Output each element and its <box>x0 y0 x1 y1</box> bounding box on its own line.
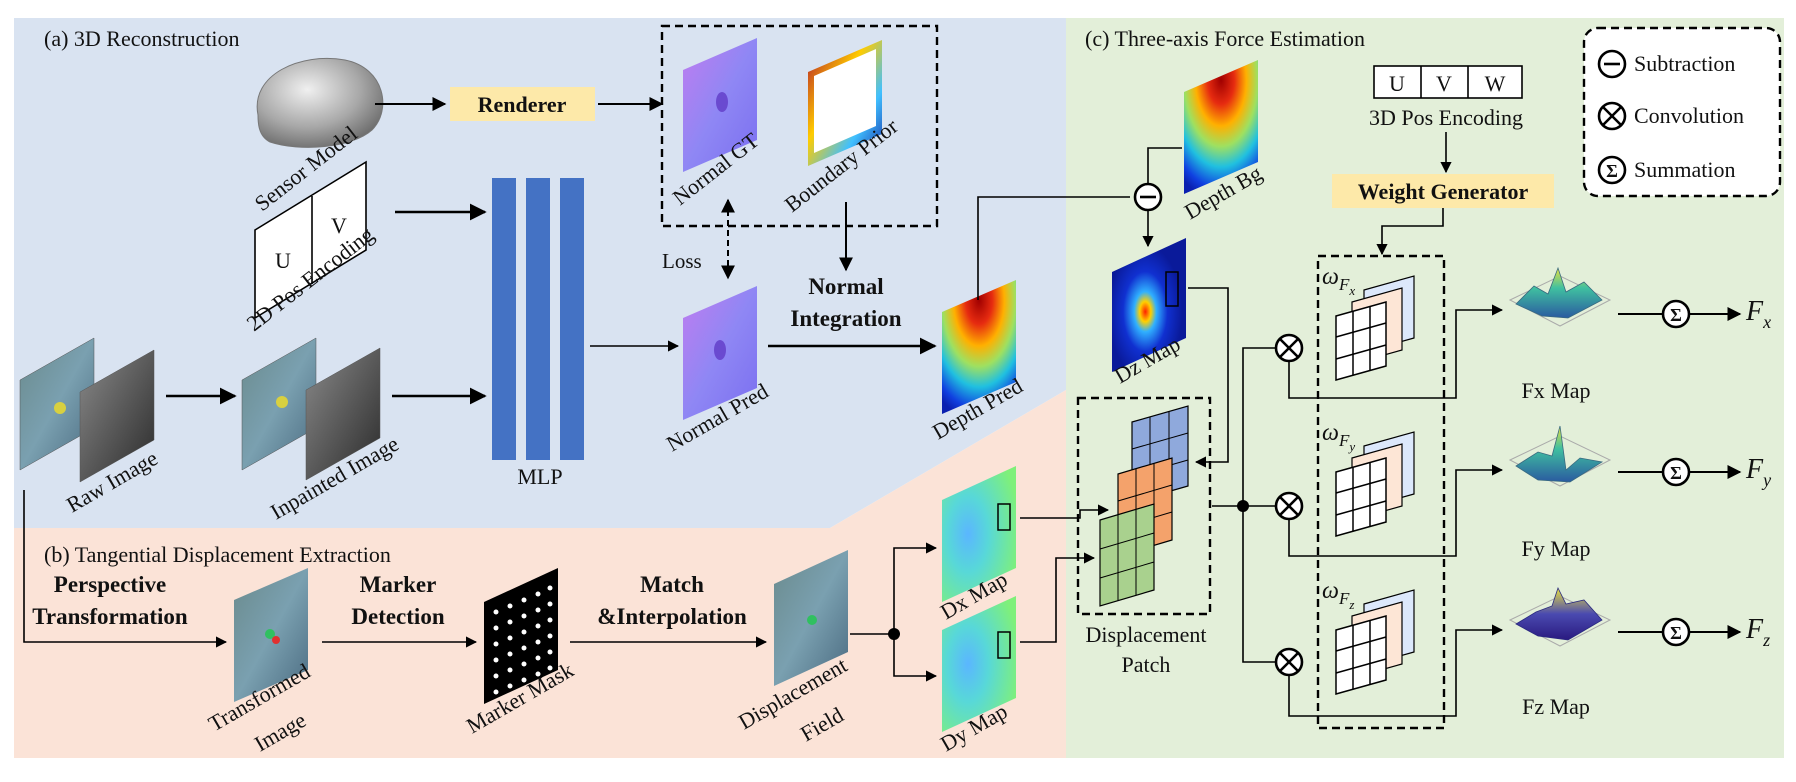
output-fy: Fy <box>1745 454 1771 490</box>
pos3d-w: W <box>1485 71 1506 96</box>
marker-mask-image <box>484 568 558 704</box>
normal-gt-image <box>683 38 757 172</box>
arrow-raw-to-transform <box>23 490 228 648</box>
fz-map-image <box>1508 586 1612 647</box>
renderer-box: Renderer <box>450 87 595 121</box>
boundary-prior-image <box>808 40 882 166</box>
line-depth-to-subtraction <box>977 196 1130 300</box>
perspective-label-2: Transformation <box>32 604 188 629</box>
dx-map-image <box>942 466 1016 602</box>
line-conv-z-to-map <box>1288 624 1504 717</box>
arrow-dx-to-patch <box>1020 504 1110 519</box>
pos-encoding-2d: U V <box>254 160 367 320</box>
displacement-patch-label-1: Displacement <box>1086 622 1207 647</box>
svg-text:Σ: Σ <box>1606 161 1618 181</box>
output-fx: Fx <box>1745 296 1771 332</box>
depth-pred-image <box>942 280 1016 414</box>
normal-integration-label-2: Integration <box>790 306 901 331</box>
subtraction-operator <box>1133 182 1163 212</box>
summation-operator-x: Σ <box>1661 299 1691 329</box>
line-conv-y-to-map <box>1288 464 1504 557</box>
dy-map-image <box>942 596 1016 732</box>
match-label-2: &Interpolation <box>597 604 747 629</box>
pos3d-label: 3D Pos Encoding <box>1369 105 1523 130</box>
pos2d-v: V <box>331 213 347 238</box>
arrow-junction-to-dx <box>893 542 938 634</box>
fy-map-label: Fy Map <box>1521 536 1590 561</box>
omega-fy-label: ωFy <box>1322 420 1355 454</box>
marker-detection-label-1: Marker <box>360 572 437 597</box>
match-label-1: Match <box>640 572 704 597</box>
displacement-field-image <box>774 550 848 686</box>
line-depthbg-to-subtraction <box>1147 147 1182 186</box>
svg-text:ωFz: ωFz <box>1322 578 1354 612</box>
mlp-label: MLP <box>517 464 562 489</box>
gt-prior-dashed-box <box>660 24 939 228</box>
marker-detection-label-2: Detection <box>351 604 444 629</box>
line-junction-to-conv-x <box>1242 347 1276 506</box>
pos3d-v: V <box>1436 71 1452 96</box>
inpainted-image <box>241 337 381 481</box>
svg-text:Σ: Σ <box>1670 463 1682 483</box>
displacement-patch-dashed-box <box>1076 396 1212 616</box>
displacement-patch-label-2: Patch <box>1122 652 1171 677</box>
svg-text:ωFx: ωFx <box>1322 264 1355 298</box>
legend-summation-icon: Σ <box>1597 155 1627 185</box>
fx-map-label: Fx Map <box>1521 378 1590 403</box>
legend-summation-label: Summation <box>1634 157 1735 182</box>
line-conv-x-to-map <box>1288 304 1504 399</box>
legend-convolution-icon <box>1597 101 1627 131</box>
arrow-junction-to-dy <box>893 634 938 682</box>
legend-convolution-label: Convolution <box>1634 103 1744 128</box>
svg-text:ωFy: ωFy <box>1322 420 1355 454</box>
raw-image <box>19 337 155 483</box>
normal-integration-label-1: Normal <box>808 274 883 299</box>
weight-generator-label: Weight Generator <box>1358 179 1529 204</box>
displacement-patch-stack <box>1099 405 1189 607</box>
summation-operator-z: Σ <box>1661 617 1691 647</box>
sensor-model-image <box>256 58 384 148</box>
dz-map-image <box>1112 238 1186 372</box>
pos3d-u: U <box>1389 71 1405 96</box>
omega-fx-label: ωFx <box>1322 264 1355 298</box>
kernel-stack-fy <box>1335 431 1415 537</box>
svg-text:Σ: Σ <box>1670 623 1682 643</box>
legend-subtraction-label: Subtraction <box>1634 51 1735 76</box>
arrow-dz-to-patch <box>1188 287 1229 468</box>
mlp-block: MLP <box>492 178 584 489</box>
legend-box <box>1582 26 1782 198</box>
legend-subtraction-icon <box>1597 49 1627 79</box>
convolution-operator-y <box>1274 491 1304 521</box>
depth-bg-image <box>1184 60 1258 194</box>
fz-map-label: Fz Map <box>1522 694 1590 719</box>
fx-map-image <box>1508 266 1612 327</box>
pos2d-u: U <box>275 248 291 273</box>
omega-fz-label: ωFz <box>1322 578 1354 612</box>
line-junction-to-conv-z <box>1242 506 1276 663</box>
panel-b-title: (b) Tangential Displacement Extraction <box>44 542 391 567</box>
weight-generator-box: Weight Generator <box>1332 174 1554 208</box>
summation-operator-y: Σ <box>1661 457 1691 487</box>
arrow-dy-to-patch <box>1020 552 1096 643</box>
transformed-image <box>234 568 308 702</box>
convolution-operator-x <box>1274 333 1304 363</box>
normal-pred-image <box>683 286 757 420</box>
kernel-stack-fz <box>1335 589 1415 695</box>
fy-map-image <box>1508 425 1612 487</box>
pos-encoding-3d: U V W <box>1373 65 1523 99</box>
panel-c-title: (c) Three-axis Force Estimation <box>1085 26 1365 51</box>
perspective-label-1: Perspective <box>54 572 166 597</box>
kernel-stack-fx <box>1335 275 1415 381</box>
renderer-label: Renderer <box>478 92 567 117</box>
convolution-operator-z <box>1274 647 1304 677</box>
arrow-weight-to-kernels <box>1376 208 1444 256</box>
output-fz: Fz <box>1745 614 1770 650</box>
svg-text:Σ: Σ <box>1670 305 1682 325</box>
panel-a-title: (a) 3D Reconstruction <box>44 26 240 51</box>
loss-label: Loss <box>662 249 702 273</box>
